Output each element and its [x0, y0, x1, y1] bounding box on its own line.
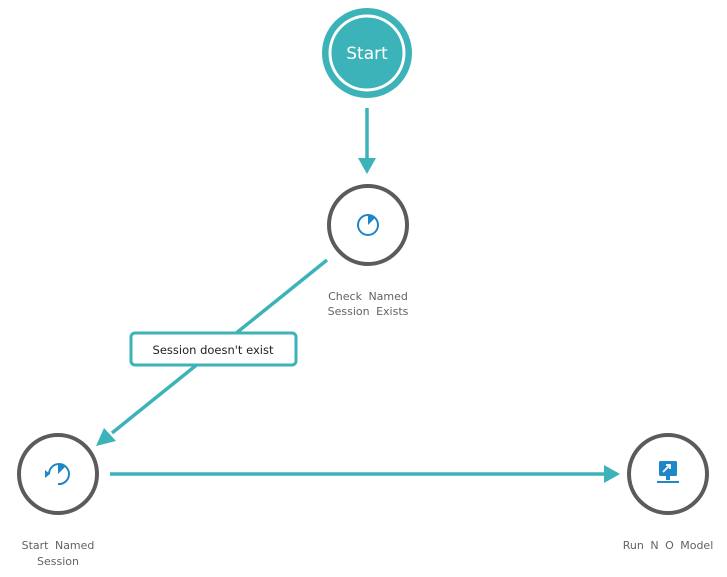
timer-start-icon: [45, 463, 70, 486]
run-model-node[interactable]: [627, 433, 709, 515]
check-named-session-node[interactable]: [327, 184, 409, 266]
timer-icon: [357, 214, 379, 236]
arrow-head: [358, 158, 376, 174]
model-run-icon: [657, 461, 679, 483]
check-named-session-label-line2: Session Exists: [328, 305, 409, 318]
check-named-session-label-line1: Check Named: [328, 290, 408, 303]
start-node[interactable]: Start: [322, 8, 412, 98]
edge-start-named-to-run-model[interactable]: [110, 465, 620, 483]
edge-start-to-check[interactable]: [358, 108, 376, 174]
start-node-label: Start: [346, 44, 388, 64]
arrow-head: [604, 465, 620, 483]
edge-label-session-doesnt-exist[interactable]: Session doesn't exist: [129, 331, 298, 367]
arrow-head: [96, 428, 116, 446]
start-named-session-node[interactable]: [17, 433, 99, 515]
start-named-session-label-line2: Session: [37, 555, 79, 568]
start-named-session-label-line1: Start Named: [22, 539, 95, 552]
run-model-label: Run N O Model: [623, 539, 714, 552]
edge-label-text: Session doesn't exist: [153, 343, 274, 357]
